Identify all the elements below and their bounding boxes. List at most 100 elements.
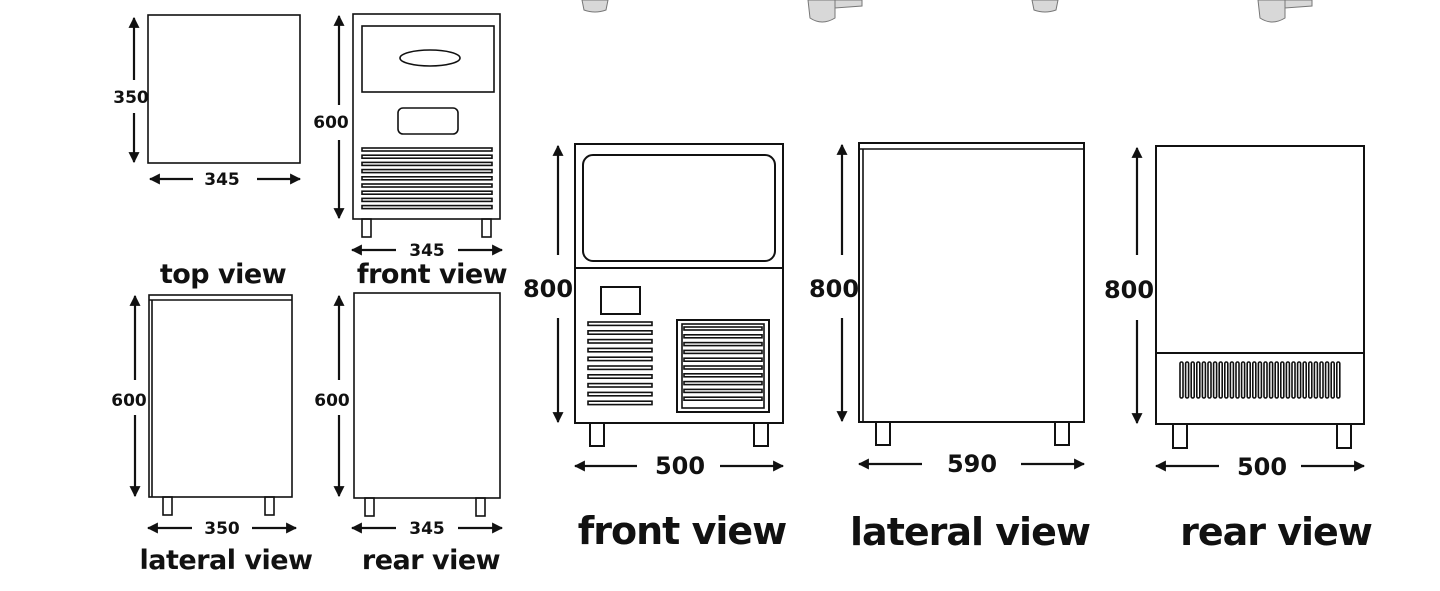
- vent-slat: [1229, 361, 1235, 399]
- vent-slat: [1179, 361, 1184, 399]
- vent-slat: [1218, 361, 1223, 399]
- lateral-view-width-label: 350: [204, 519, 240, 539]
- vent-slat: [1302, 361, 1307, 399]
- vent-slat: [1201, 361, 1207, 399]
- front-view-vent-grille: [361, 147, 493, 210]
- rear-view-foot-left: [1172, 423, 1188, 449]
- front-view-width-label: 345: [409, 241, 445, 261]
- front-view-height-label: 800: [523, 275, 573, 303]
- rear-view-height-label: 800: [1104, 276, 1154, 304]
- vent-slat: [683, 333, 763, 339]
- rear-view-body: [353, 292, 501, 499]
- vent-slat: [683, 357, 763, 363]
- vent-slat: [587, 347, 653, 353]
- top-view-caption: top view: [160, 259, 286, 290]
- rear-view-body: [1155, 145, 1365, 425]
- front-view-foot-right: [481, 218, 492, 238]
- lateral-view-caption: lateral view: [850, 510, 1090, 554]
- rear-view-foot-right: [475, 497, 486, 517]
- vent-slat: [361, 147, 493, 152]
- front-view-condenser-inner: [681, 323, 765, 409]
- vent-slat: [1280, 361, 1285, 399]
- top-view-height-label: 350: [113, 88, 149, 108]
- lateral-view-width-label: 590: [947, 450, 997, 478]
- small-lateral-view: 600 350 lateral view: [111, 294, 313, 576]
- vent-slat: [587, 391, 653, 397]
- rear-view-width-label: 500: [1237, 453, 1287, 481]
- lateral-view-height-label: 600: [111, 391, 147, 411]
- vent-slat: [587, 356, 653, 362]
- vent-slat: [1252, 361, 1257, 399]
- vent-slat: [1196, 361, 1201, 399]
- front-view-caption: front view: [578, 509, 787, 553]
- front-view-condenser-frame: [676, 319, 770, 413]
- vent-slat: [1207, 361, 1212, 399]
- rear-view-caption: rear view: [362, 545, 500, 576]
- rear-view-foot-left: [364, 497, 375, 517]
- vent-slat: [1324, 361, 1330, 399]
- vent-slat: [587, 338, 653, 344]
- large-lateral-view: 800 590 lateral view: [809, 142, 1091, 554]
- front-view-display: [600, 286, 641, 315]
- lateral-view-body: [858, 142, 1085, 423]
- vent-slat: [1296, 361, 1302, 399]
- vent-slat: [1246, 361, 1251, 399]
- vent-slat: [587, 365, 653, 371]
- faucet-fragments: [581, 0, 1313, 23]
- small-front-view: 600 345 front view: [313, 13, 508, 290]
- faucet-fragment: [1257, 0, 1313, 23]
- faucet-fragment: [581, 0, 609, 13]
- lateral-view-foot-left: [162, 496, 173, 516]
- vent-slat: [1313, 361, 1319, 399]
- front-view-foot-left: [589, 422, 605, 447]
- lateral-view-foot-right: [1054, 421, 1070, 446]
- vent-slat: [683, 326, 763, 331]
- front-view-display: [397, 107, 459, 135]
- vent-slat: [1190, 361, 1195, 399]
- vent-slat: [1235, 361, 1240, 399]
- rear-view-width-label: 345: [409, 519, 445, 539]
- front-view-foot-left: [361, 218, 372, 238]
- front-view-body: [352, 13, 501, 220]
- vent-slat: [1308, 361, 1313, 399]
- vent-slat: [1257, 361, 1263, 399]
- lateral-view-height-label: 800: [809, 275, 859, 303]
- rear-view-caption: rear view: [1180, 510, 1372, 554]
- lateral-view-body: [148, 294, 293, 498]
- vent-slat: [587, 321, 653, 327]
- front-view-width-label: 500: [655, 452, 705, 480]
- vent-slat: [587, 382, 653, 388]
- faucet-fragment: [807, 0, 863, 23]
- top-view-outline: [147, 14, 301, 164]
- vent-slat: [1224, 361, 1229, 399]
- vent-slat: [1336, 361, 1341, 399]
- vent-slat: [1291, 361, 1296, 399]
- front-view-foot-right: [753, 422, 769, 447]
- vent-slat: [587, 329, 653, 335]
- rear-view-foot-right: [1336, 423, 1352, 449]
- lateral-view-foot-left: [875, 421, 891, 446]
- vent-slat: [1263, 361, 1268, 399]
- rear-view-height-label: 600: [314, 391, 350, 411]
- front-view-caption: front view: [357, 259, 507, 290]
- vent-slat: [361, 190, 493, 195]
- front-view-panel: [361, 25, 495, 93]
- front-view-handle: [399, 49, 461, 67]
- vent-slat: [683, 349, 763, 355]
- vent-slat: [683, 372, 763, 378]
- rear-view-vent-grille: [1179, 361, 1341, 399]
- vent-slat: [1184, 361, 1190, 399]
- front-view-window: [582, 154, 776, 262]
- top-view-width-label: 345: [204, 170, 240, 190]
- vent-slat: [1212, 361, 1218, 399]
- vent-slat: [1274, 361, 1279, 399]
- vent-slat: [361, 161, 493, 167]
- vent-slat: [361, 197, 493, 203]
- vent-slat: [1285, 361, 1291, 399]
- front-view-condenser-grille: [683, 326, 763, 402]
- vent-slat: [361, 176, 493, 181]
- front-view-height-label: 600: [313, 113, 349, 133]
- vent-slat: [361, 154, 493, 159]
- large-rear-view: 800 500 rear view: [1104, 145, 1373, 554]
